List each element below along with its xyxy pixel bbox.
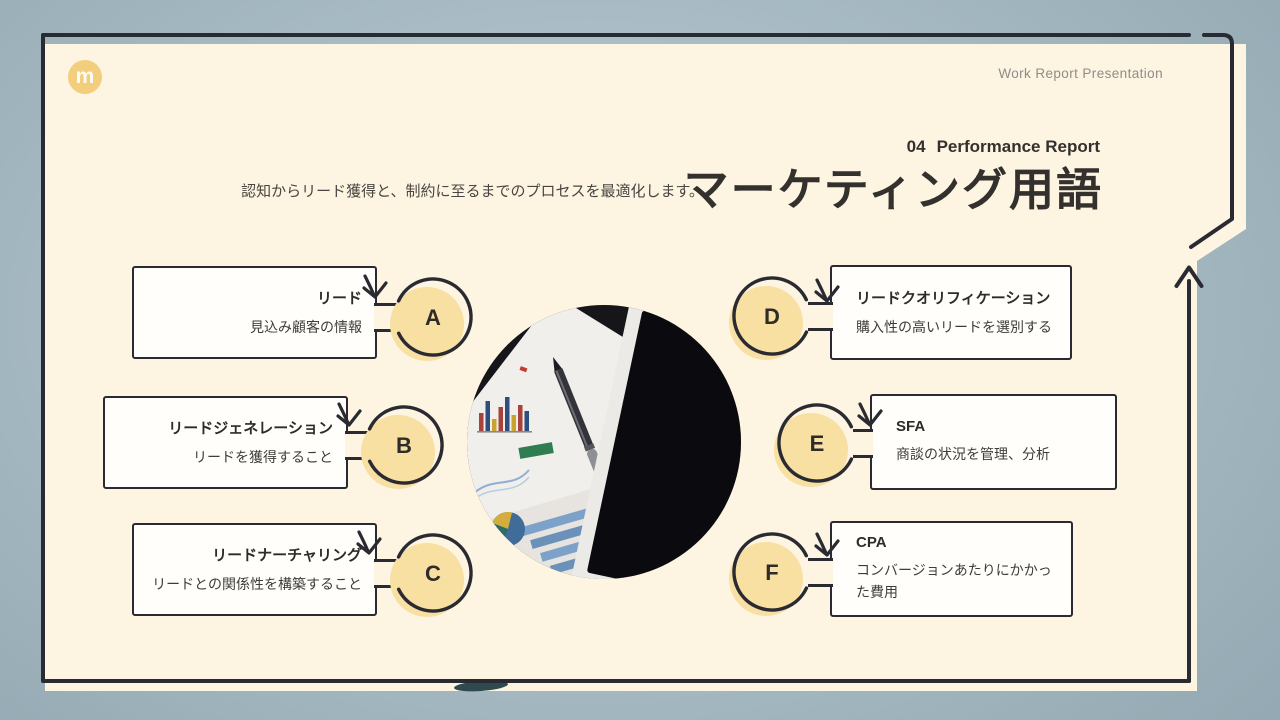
- letter-badge-f: F: [729, 532, 812, 616]
- svg-text:E: E: [810, 431, 825, 456]
- logo-badge: m: [68, 60, 102, 94]
- ribbon-sheet: [1189, 44, 1246, 261]
- connector-tab: [808, 302, 833, 331]
- section-label: Performance Report: [936, 137, 1100, 156]
- svg-text:F: F: [765, 560, 778, 585]
- letter-badge-c: C: [390, 533, 473, 617]
- svg-text:A: A: [425, 305, 441, 330]
- logo-letter: m: [75, 65, 95, 88]
- printed-bar-chart: [477, 366, 532, 433]
- term-title: リードナーチャリング: [212, 546, 362, 564]
- connector-tab: [808, 558, 833, 587]
- term-desc: 見込み顧客の情報: [250, 318, 362, 335]
- printed-line-chart: [471, 469, 530, 496]
- eyebrow-text: Work Report Presentation: [998, 66, 1163, 81]
- letter-badge-a: A: [390, 277, 473, 361]
- letter-badge-d: D: [729, 276, 812, 360]
- down-arrow-icon: [857, 402, 883, 427]
- term-card-lead-nurturing: リードナーチャリング リードとの関係性を構築すること: [132, 523, 377, 616]
- page-title: マーケティング用語: [683, 164, 1103, 215]
- up-arrow-icon: [1174, 265, 1204, 288]
- term-card-sfa: SFA 商談の状況を管理、分析: [870, 394, 1117, 490]
- letter-badge-e: E: [774, 403, 857, 487]
- term-desc: コンバージョンあたりにかかった費用: [856, 562, 1052, 600]
- term-card-lead-qualification: リードクオリフィケーション 購入性の高いリードを選別する: [830, 265, 1072, 360]
- center-photo: [467, 305, 741, 579]
- term-title: リード: [316, 289, 362, 307]
- term-card-lead-generation: リードジェネレーション リードを獲得すること: [103, 396, 348, 489]
- down-arrow-icon: [814, 278, 840, 303]
- down-arrow-icon: [356, 530, 382, 555]
- term-desc: 購入性の高いリードを選別する: [856, 318, 1052, 335]
- teal-smudge-decor: [454, 680, 508, 692]
- page-subtitle: 認知からリード獲得と、制約に至るまでのプロセスを最適化します。: [241, 183, 704, 200]
- term-desc: リードを獲得すること: [193, 448, 333, 465]
- section-number: 04: [906, 137, 926, 156]
- letter-badge-b: B: [361, 405, 444, 489]
- term-title: CPA: [856, 534, 887, 552]
- section-kicker: 04 Performance Report: [907, 137, 1100, 157]
- svg-text:C: C: [425, 561, 441, 586]
- down-arrow-icon: [814, 532, 840, 557]
- term-title: SFA: [896, 418, 926, 436]
- ribbon-outline: [1189, 33, 1234, 249]
- printed-green-bar: [518, 442, 554, 459]
- term-title: リードジェネレーション: [168, 419, 333, 437]
- down-arrow-icon: [362, 274, 388, 299]
- term-card-lead: リード 見込み顧客の情報: [132, 266, 377, 359]
- printed-pie-chart: [490, 511, 525, 546]
- term-title: リードクオリフィケーション: [856, 289, 1051, 307]
- connector-tab: [853, 429, 873, 458]
- svg-text:D: D: [764, 304, 780, 329]
- down-arrow-icon: [336, 402, 362, 427]
- svg-text:B: B: [396, 433, 412, 458]
- term-desc: リードとの関係性を構築すること: [152, 575, 362, 592]
- term-card-cpa: CPA コンバージョンあたりにかかった費用: [830, 521, 1073, 617]
- term-desc: 商談の状況を管理、分析: [896, 446, 1050, 463]
